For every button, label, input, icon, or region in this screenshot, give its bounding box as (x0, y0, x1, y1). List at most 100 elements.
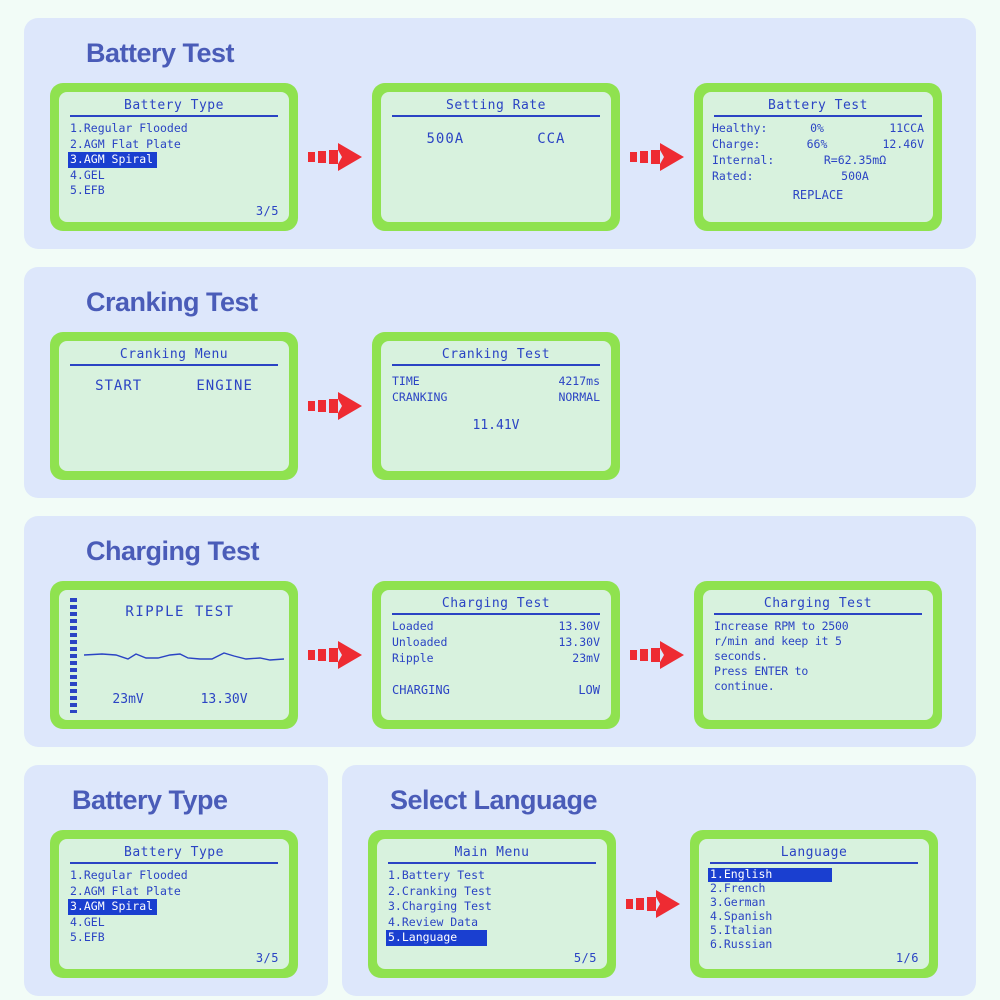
ripple-voltage-value: 13.30V (200, 691, 248, 707)
ripple-footer: 23mV 13.30V (84, 692, 276, 707)
charging-value: 23mV (572, 650, 600, 665)
lcd-title: Cranking Test (441, 347, 551, 362)
lcd-title: Charging Test (441, 596, 551, 611)
cranking-label: CRANKING (392, 389, 448, 404)
charging-row: Ripple 23mV (392, 651, 600, 667)
list-item[interactable]: 6.Russian (710, 937, 773, 952)
ripple-axis-icon (70, 598, 77, 713)
section-charging-test: Charging Test RIPPLE TEST 23mV 13.30V (24, 516, 976, 747)
device-screen-battery-test-result[interactable]: Battery Test Healthy: 0% 11CCA Charge: 6… (694, 83, 942, 231)
lcd-main-menu: Main Menu 1.Battery Test 2.Cranking Test… (377, 839, 607, 969)
language-list: 1.English 2.French 3.German 4.Spanish 5.… (708, 868, 920, 952)
lcd-language: Language 1.English 2.French 3.German 4.S… (699, 839, 929, 969)
ripple-waveform (84, 652, 284, 661)
flow-cranking-test: Cranking Menu START ENGINE (50, 332, 950, 480)
lcd-title: Battery Type (124, 98, 224, 113)
cranking-value: 4217ms (558, 374, 600, 389)
arrow-right-icon (622, 884, 684, 924)
list-item[interactable]: 5.EFB (70, 183, 105, 198)
list-item-selected[interactable]: 3.AGM Spiral (68, 899, 158, 915)
arrow-right-icon (626, 635, 688, 675)
lcd-battery-type: Battery Type 1.Regular Flooded 2.AGM Fla… (59, 839, 289, 969)
status-label: CHARGING (392, 683, 450, 698)
charging-label: Loaded (392, 619, 434, 634)
setting-rate-values: 500A CCA (390, 131, 602, 148)
menu-option-start[interactable]: START (95, 378, 143, 395)
result-mid: R=62.35mΩ (823, 153, 887, 168)
bottom-row: Battery Type Battery Type 1.Regular Floo… (24, 765, 976, 996)
list-item[interactable]: 4.GEL (70, 914, 105, 929)
lcd-battery-test-result: Battery Test Healthy: 0% 11CCA Charge: 6… (703, 92, 933, 222)
result-right: 11CCA (889, 121, 924, 136)
lcd-title: RIPPLE TEST (125, 604, 235, 620)
battery-type-list: 1.Regular Flooded 2.AGM Flat Plate 3.AGM… (68, 121, 280, 199)
title-divider (70, 862, 278, 865)
charging-rows: Loaded 13.30V Unloaded 13.30V Ripple 23m… (390, 619, 602, 698)
flow-select-language: Main Menu 1.Battery Test 2.Cranking Test… (368, 830, 950, 978)
lcd-title: Charging Test (763, 596, 873, 611)
list-item[interactable]: 1.Regular Flooded (70, 868, 188, 883)
charging-label: Ripple (392, 650, 434, 665)
lcd-title: Language (780, 845, 848, 860)
lcd-setting-rate: Setting Rate 500A CCA (381, 92, 611, 222)
list-item[interactable]: 2.AGM Flat Plate (70, 136, 181, 151)
device-screen-language[interactable]: Language 1.English 2.French 3.German 4.S… (690, 830, 938, 978)
device-screen-ripple-test[interactable]: RIPPLE TEST 23mV 13.30V (50, 581, 298, 729)
device-screen-battery-type[interactable]: Battery Type 1.Regular Flooded 2.AGM Fla… (50, 830, 298, 978)
charging-label: Unloaded (392, 634, 448, 649)
lcd-title: Main Menu (454, 845, 530, 860)
charging-status-row: CHARGING LOW (392, 682, 600, 698)
charging-value: 13.30V (558, 634, 600, 649)
list-item[interactable]: 5.EFB (70, 930, 105, 945)
page-counter: 1/6 (895, 950, 919, 965)
title-divider (714, 613, 922, 616)
page-title: Select Language (390, 785, 598, 815)
list-item[interactable]: 1.Battery Test (388, 868, 485, 883)
list-item[interactable]: 4.Spanish (710, 909, 773, 924)
page-title: Charging Test (86, 536, 260, 566)
list-item[interactable]: 3.German (710, 895, 766, 910)
lcd-charging-result: Charging Test Loaded 13.30V Unloaded 13.… (381, 590, 611, 720)
result-row: Healthy: 0% 11CCA (712, 121, 924, 137)
list-item[interactable]: 2.Cranking Test (388, 883, 492, 898)
result-mid: 0% (810, 121, 824, 136)
list-item-selected[interactable]: 1.English (708, 868, 833, 882)
page-title: Battery Test (86, 38, 235, 68)
title-divider (710, 862, 918, 865)
instruction-text: Increase RPM to 2500 r/min and keep it 5… (712, 619, 924, 694)
list-item[interactable]: 4.Review Data (388, 914, 479, 929)
list-item[interactable]: 3.Charging Test (388, 899, 492, 914)
rate-value: 500A (426, 131, 465, 148)
battery-type-list: 1.Regular Flooded 2.AGM Flat Plate 3.AGM… (68, 868, 280, 946)
arrow-right-icon (304, 635, 366, 675)
cranking-voltage: 11.41V (472, 417, 520, 433)
list-item[interactable]: 4.GEL (70, 167, 105, 182)
cranking-menu-options: START ENGINE (68, 378, 280, 395)
device-screen-battery-type[interactable]: Battery Type 1.Regular Flooded 2.AGM Fla… (50, 83, 298, 231)
status-badge: LOW (578, 683, 600, 698)
list-item[interactable]: 2.AGM Flat Plate (70, 883, 181, 898)
cranking-value: NORMAL (558, 389, 600, 404)
page-counter: 3/5 (255, 950, 279, 965)
page-counter: 5/5 (573, 950, 597, 965)
charging-row: Unloaded 13.30V (392, 635, 600, 651)
device-screen-charging-result[interactable]: Charging Test Loaded 13.30V Unloaded 13.… (372, 581, 620, 729)
device-screen-cranking-result[interactable]: Cranking Test TIME 4217ms CRANKING NORMA… (372, 332, 620, 480)
list-item-selected[interactable]: 3.AGM Spiral (68, 152, 158, 168)
list-item[interactable]: 1.Regular Flooded (70, 121, 188, 136)
device-screen-charging-instructions[interactable]: Charging Test Increase RPM to 2500 r/min… (694, 581, 942, 729)
menu-option-engine[interactable]: ENGINE (196, 378, 253, 395)
list-item[interactable]: 2.French (710, 881, 766, 896)
arrow-right-icon (304, 137, 366, 177)
list-item[interactable]: 5.Italian (710, 923, 773, 938)
lcd-charging-instructions: Charging Test Increase RPM to 2500 r/min… (703, 590, 933, 720)
device-screen-setting-rate[interactable]: Setting Rate 500A CCA (372, 83, 620, 231)
status-badge: REPLACE (792, 187, 844, 202)
section-battery-type: Battery Type Battery Type 1.Regular Floo… (24, 765, 328, 996)
result-row: Charge: 66% 12.46V (712, 137, 924, 153)
flow-battery-test: Battery Type 1.Regular Flooded 2.AGM Fla… (50, 83, 950, 231)
device-screen-cranking-menu[interactable]: Cranking Menu START ENGINE (50, 332, 298, 480)
device-screen-main-menu[interactable]: Main Menu 1.Battery Test 2.Cranking Test… (368, 830, 616, 978)
list-item-selected[interactable]: 5.Language (386, 930, 488, 946)
